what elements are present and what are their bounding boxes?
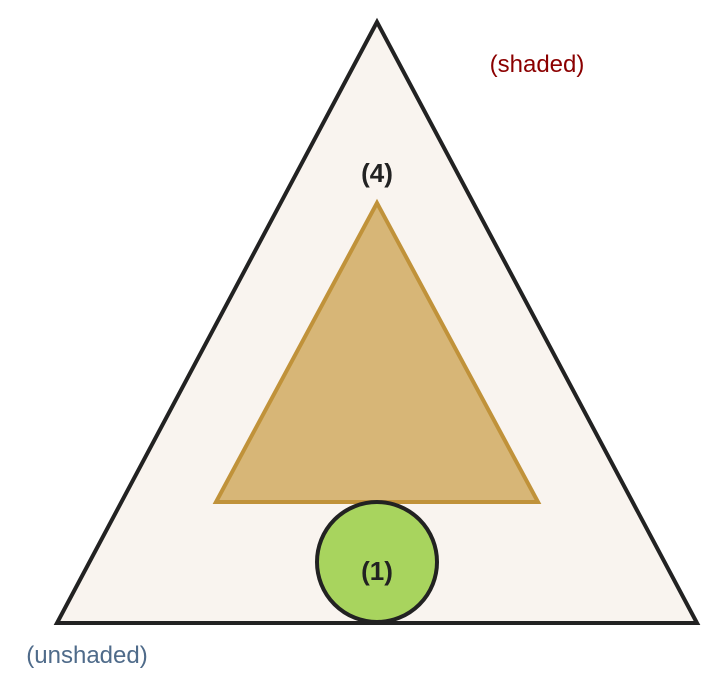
label-circle-count: (1) (361, 556, 393, 586)
label-unshaded: (unshaded) (26, 642, 147, 669)
label-inner-triangle-count: (4) (361, 158, 393, 188)
label-shaded: (shaded) (490, 51, 585, 78)
unit-circle (315, 500, 439, 624)
